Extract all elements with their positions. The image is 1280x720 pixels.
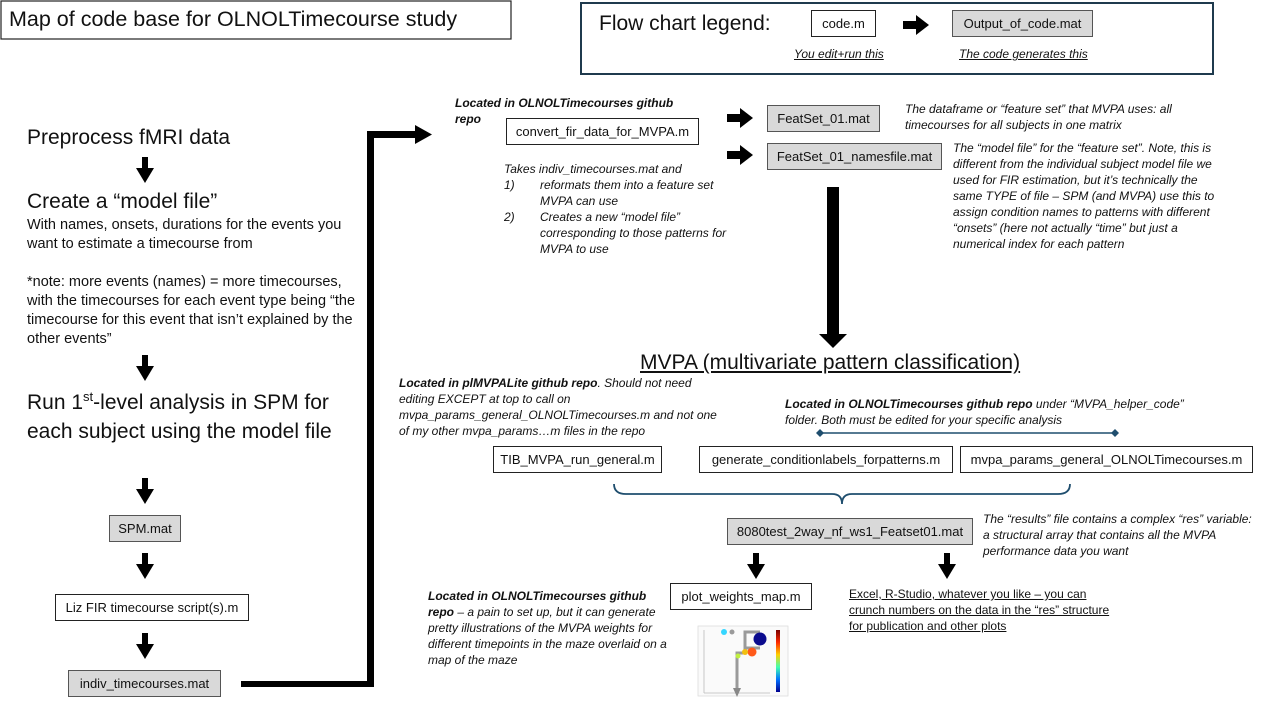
spm-mat-box: SPM.mat: [109, 515, 181, 542]
featset-namesfile-box: FeatSet_01_namesfile.mat: [767, 143, 942, 170]
legend-arrow: [903, 15, 929, 35]
featset-to-mvpa-arrow: [819, 187, 847, 348]
helper-located-note: Located in OLNOLTimecourses github repo …: [785, 397, 1184, 427]
convert-step2-number: 2): [504, 210, 515, 224]
convert-script-box: convert_fir_data_for_MVPA.m: [506, 118, 699, 145]
legend-output-box: Output_of_code.mat: [952, 10, 1093, 37]
mvpa-run-box: TIB_MVPA_run_general.m: [493, 446, 662, 473]
legend-heading: Flow chart legend:: [599, 12, 771, 35]
preprocess-step: Preprocess fMRI data: [27, 126, 231, 149]
indiv-timecourses-box: indiv_timecourses.mat: [68, 670, 221, 697]
convert-located-label: Located in OLNOLTimecourses github repo: [455, 96, 674, 126]
left-flow-arrows: [136, 157, 154, 659]
mvpa-params-box: mvpa_params_general_OLNOLTimecourses.m: [960, 446, 1253, 473]
run-suffix: -level analysis in SPM for each subject …: [27, 391, 332, 443]
run-superscript: st: [83, 389, 94, 404]
plmvpa-located-note: Located in plMVPALite github repo. Shoul…: [399, 376, 717, 438]
mvpa-heading: MVPA (multivariate pattern classificatio…: [640, 351, 1021, 374]
model-file-note: *note: more events (names) = more timeco…: [27, 274, 356, 347]
fir-script-box: Liz FIR timecourse script(s).m: [55, 594, 249, 621]
model-file-heading: Create a “model file”: [27, 190, 218, 213]
featset-box: FeatSet_01.mat: [767, 105, 880, 132]
convert-to-featset-arrows: [727, 108, 753, 165]
run-prefix: Run 1: [27, 391, 84, 414]
convert-step2-text: Creates a new “model file” corresponding…: [540, 210, 727, 256]
featset-description: The dataframe or “feature set” that MVPA…: [905, 102, 1172, 132]
legend-code-caption: You edit+run this: [794, 47, 884, 61]
maze-weights-thumbnail: [697, 625, 789, 697]
convert-step1-text: reformats them into a feature set MVPA c…: [540, 178, 714, 208]
helper-range-line: [816, 429, 1119, 437]
results-file-box: 8080test_2way_nf_ws1_Featset01.mat: [727, 518, 973, 545]
condition-labels-box: generate_conditionlabels_forpatterns.m: [699, 446, 953, 473]
plot-weights-box: plot_weights_map.m: [670, 583, 812, 610]
plot-located-note: Located in OLNOLTimecourses github repo …: [428, 589, 667, 667]
results-description: The “results” file contains a complex “r…: [983, 512, 1252, 558]
run-first-level-step: Run 1st-level analysis in SPM for each s…: [27, 382, 337, 446]
excel-analysis-note: Excel, R-Studio, whatever you like – you…: [849, 587, 1110, 633]
page-title: Map of code base for OLNOLTimecourse stu…: [9, 7, 458, 31]
featset-namesfile-description: The “model file” for the “feature set”. …: [953, 141, 1215, 251]
model-file-description: With names, onsets, durations for the ev…: [27, 217, 342, 252]
legend-code-box: code.m: [811, 10, 876, 37]
results-arrows: [747, 553, 956, 579]
convert-takes-text: Takes indiv_timecourses.mat and: [504, 162, 682, 176]
indiv-to-convert-connector: [241, 125, 432, 687]
convert-step1-number: 1): [504, 178, 515, 192]
legend-output-caption: The code generates this: [959, 47, 1088, 61]
group-brace: [613, 483, 1071, 505]
